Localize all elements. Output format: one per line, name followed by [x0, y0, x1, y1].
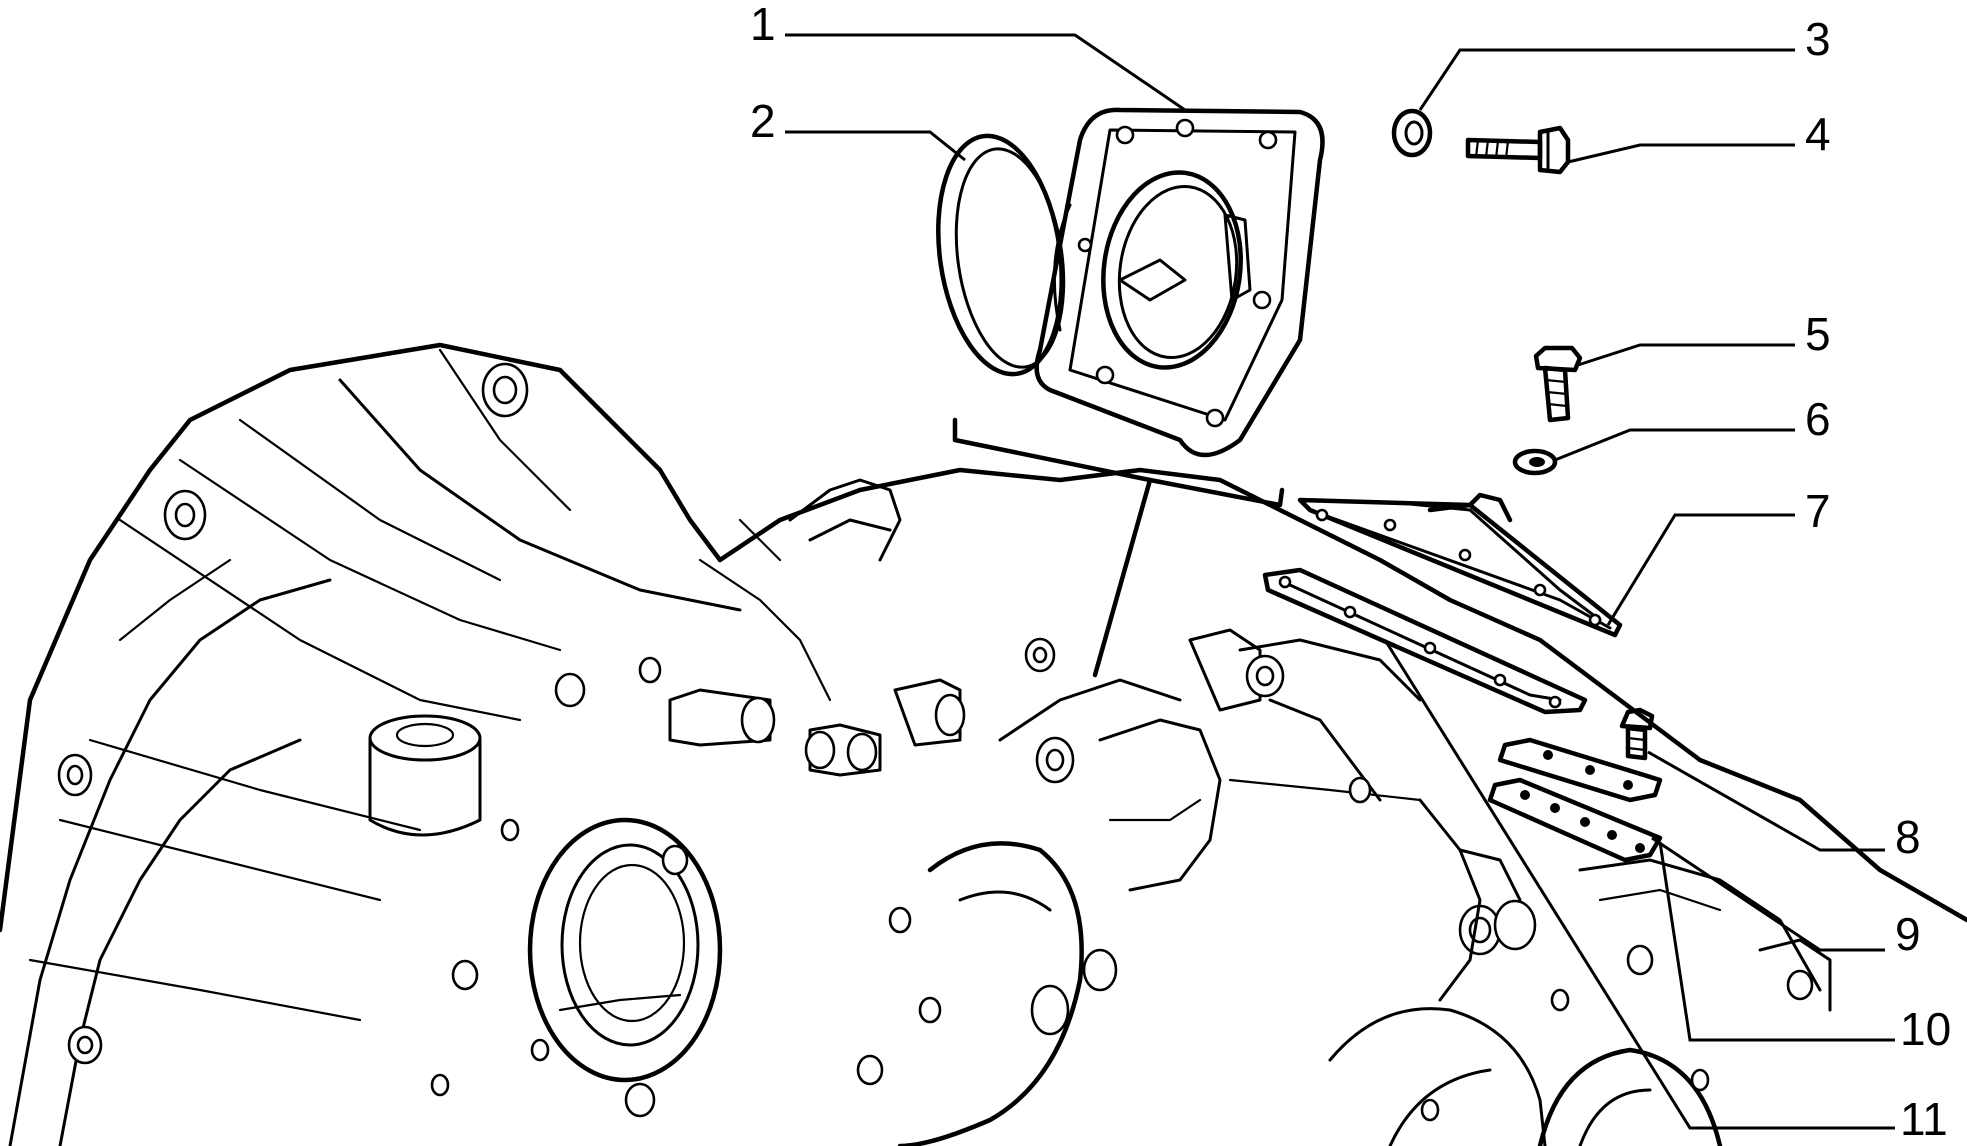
small-washer-part: [1512, 448, 1558, 476]
callout-4: 4: [1805, 108, 1831, 160]
bolt-part: [1465, 125, 1571, 175]
screw-part: [1533, 345, 1583, 423]
bearing-cover-flange-part: [1034, 107, 1325, 458]
gearbox-housing: [0, 342, 1967, 1146]
o-ring-part: [936, 133, 1066, 377]
leader-8: [1647, 750, 1885, 852]
leader-9: [1651, 836, 1885, 952]
assembly-bracket: [952, 417, 1285, 678]
small-screw-part: [1619, 707, 1655, 761]
inspection-cover-part: [1297, 492, 1623, 638]
leader-4: [1567, 143, 1795, 164]
callout-8: 8: [1895, 811, 1921, 863]
leader-3: [1418, 48, 1795, 111]
callout-labels: 1 2 3 4 5 6 7 8 9 10 11: [750, 0, 1951, 1145]
small-plate-part: [1497, 737, 1663, 803]
callout-2: 2: [750, 95, 776, 147]
callout-11: 11: [1900, 1093, 1948, 1145]
callout-7: 7: [1805, 485, 1831, 537]
leader-10: [1658, 841, 1895, 1042]
callout-6: 6: [1805, 393, 1831, 445]
leader-7: [1606, 513, 1795, 626]
small-gasket-part: [1487, 777, 1663, 863]
callout-5: 5: [1805, 308, 1831, 360]
leader-1: [785, 33, 1186, 112]
callout-10: 10: [1900, 1003, 1951, 1055]
leader-11: [1383, 639, 1895, 1130]
leader-lines: [785, 33, 1895, 1130]
leader-2: [785, 130, 966, 162]
callout-9: 9: [1895, 908, 1921, 960]
washer-part: [1391, 108, 1433, 158]
leader-6: [1554, 428, 1795, 462]
leader-5: [1577, 343, 1795, 367]
callout-1: 1: [750, 0, 776, 50]
cover-gasket-part: [1262, 567, 1588, 715]
callout-3: 3: [1805, 13, 1831, 65]
